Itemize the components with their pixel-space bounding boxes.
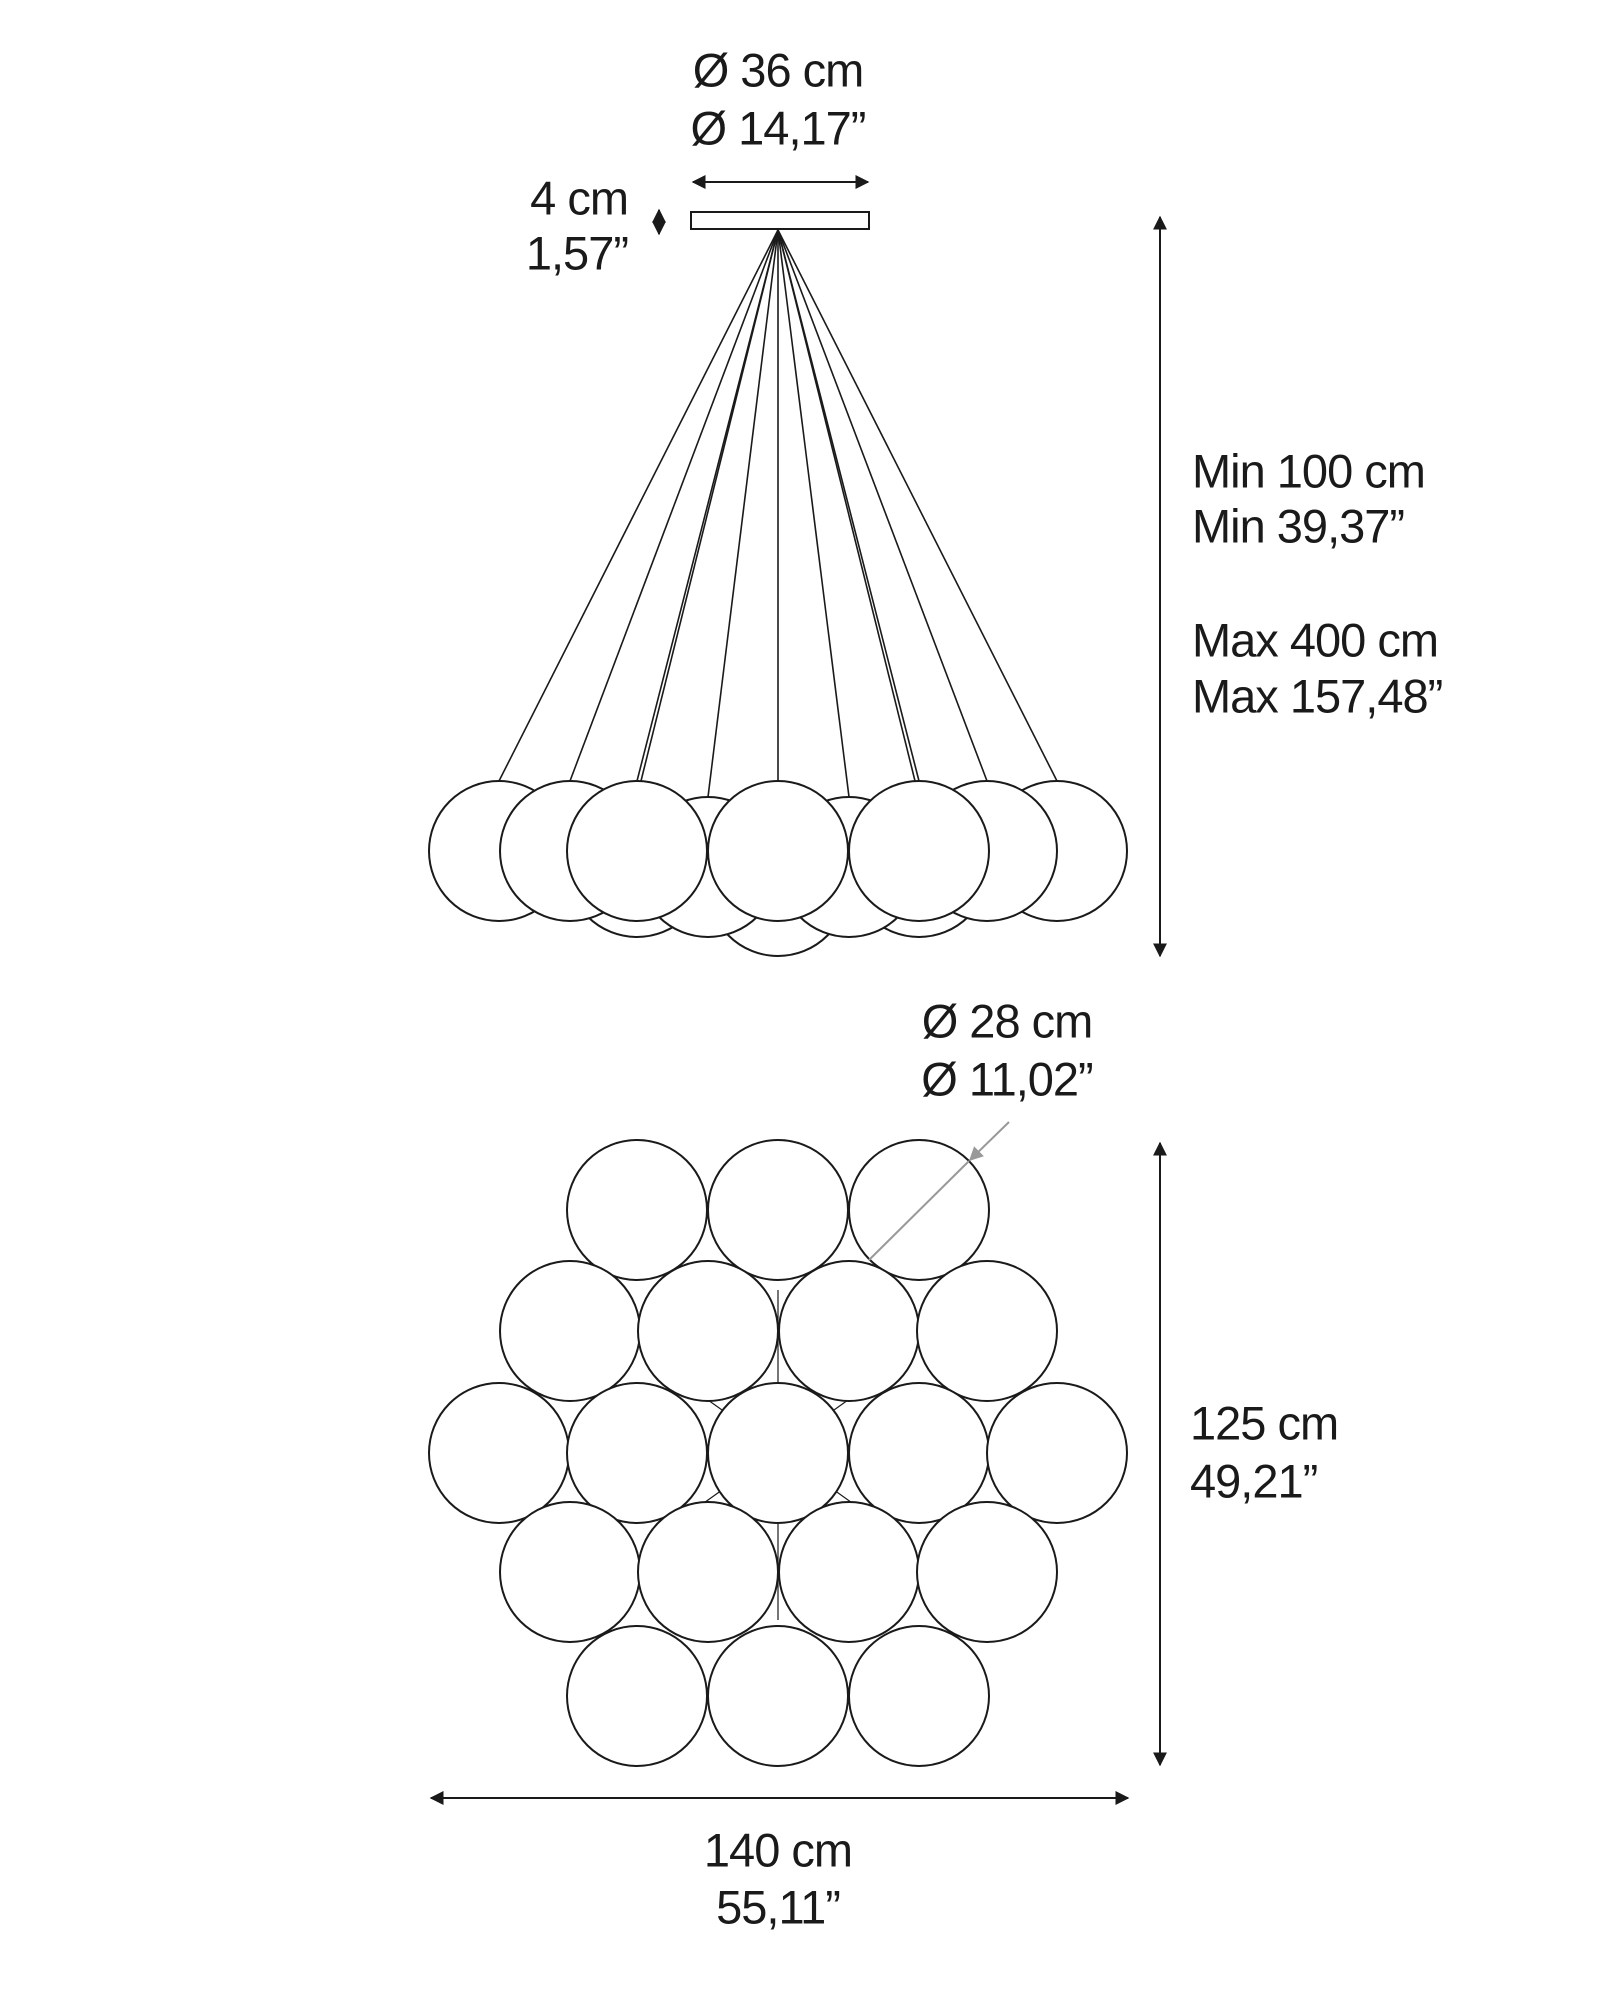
max-height-in: Max 157,48”: [1192, 670, 1442, 723]
glass-sphere: [499, 1260, 641, 1402]
glass-sphere: [986, 1382, 1128, 1524]
suspension-cable: [777, 229, 850, 798]
min-height-in: Min 39,37”: [1192, 500, 1404, 553]
suspension-cable: [777, 229, 988, 782]
sphere-diameter-leader: [968, 1121, 1010, 1161]
glass-sphere: [707, 780, 849, 922]
side-view-spheres: [428, 229, 1128, 957]
glass-sphere: [848, 1382, 990, 1524]
glass-sphere: [707, 1625, 849, 1767]
canopy-diameter-cm: Ø 36 cm: [693, 44, 864, 97]
suspension-cable: [777, 229, 920, 782]
glass-sphere: [707, 1382, 849, 1524]
glass-sphere: [637, 1260, 779, 1402]
sphere-diameter-cm: Ø 28 cm: [922, 995, 1093, 1048]
sphere-diameter-line: [868, 1160, 970, 1261]
glass-sphere: [499, 1501, 641, 1643]
canopy-height-cm: 4 cm: [530, 172, 628, 225]
width-in: 55,11”: [716, 1881, 840, 1934]
suspension-cable: [636, 229, 779, 782]
suspension-cable: [777, 229, 1058, 782]
width-cm: 140 cm: [704, 1824, 852, 1877]
glass-sphere: [778, 1260, 920, 1402]
glass-sphere: [916, 1260, 1058, 1402]
suspension-cable: [498, 229, 779, 782]
glass-sphere: [428, 1382, 570, 1524]
glass-sphere: [778, 1501, 920, 1643]
glass-sphere: [566, 780, 708, 922]
depth-in: 49,21”: [1190, 1455, 1317, 1508]
sphere-diameter-in: Ø 11,02”: [921, 1053, 1092, 1106]
glass-sphere: [566, 1625, 708, 1767]
glass-sphere: [707, 1139, 849, 1281]
glass-sphere: [848, 1625, 990, 1767]
glass-sphere: [566, 1139, 708, 1281]
depth-cm: 125 cm: [1190, 1397, 1338, 1450]
glass-sphere: [637, 1501, 779, 1643]
suspension-cable: [707, 229, 779, 798]
glass-sphere: [848, 780, 990, 922]
top-view-spheres: [428, 1139, 1128, 1767]
max-height-cm: Max 400 cm: [1192, 614, 1438, 667]
glass-sphere: [566, 1382, 708, 1524]
canopy-diameter-in: Ø 14,17”: [691, 102, 866, 155]
ceiling-canopy: [690, 211, 870, 230]
canopy-height-in: 1,57”: [526, 227, 628, 280]
suspension-cable: [569, 229, 779, 782]
min-height-cm: Min 100 cm: [1192, 445, 1425, 498]
glass-sphere: [916, 1501, 1058, 1643]
